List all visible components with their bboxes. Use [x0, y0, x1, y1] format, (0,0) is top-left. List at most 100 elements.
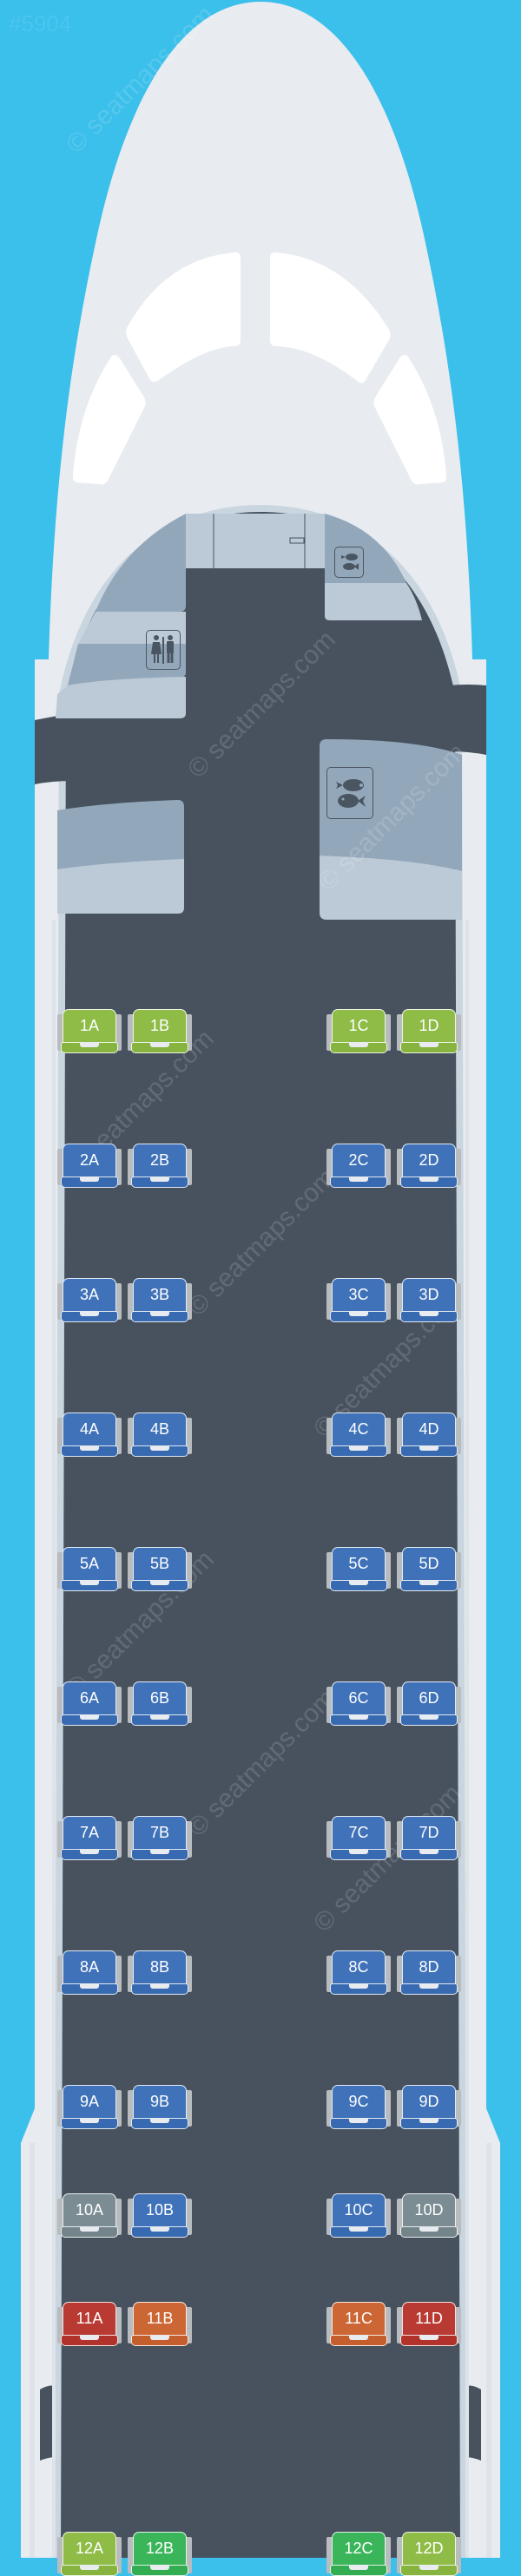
seat-tray	[419, 1042, 439, 1047]
seat-10a[interactable]: 10A	[57, 2193, 122, 2238]
seat-10c[interactable]: 10C	[326, 2193, 391, 2238]
seat-5d[interactable]: 5D	[397, 1547, 461, 1591]
armrest	[326, 1418, 333, 1454]
seat-tray	[150, 1445, 169, 1451]
seat-11b[interactable]: 11B	[128, 2302, 192, 2346]
armrest	[128, 1014, 135, 1051]
armrest	[384, 2537, 391, 2573]
seat-label: 2A	[79, 1151, 100, 1169]
seat-back	[133, 2193, 187, 2232]
seat-5b[interactable]: 5B	[128, 1547, 192, 1591]
armrest	[115, 1418, 122, 1454]
armrest	[454, 2199, 461, 2235]
seat-label: 11C	[345, 2310, 373, 2327]
seat-back	[332, 1950, 386, 1989]
seat-1d[interactable]: 1D	[397, 1009, 461, 1053]
seat-4d[interactable]: 4D	[397, 1413, 461, 1457]
seat-10d[interactable]: 10D	[397, 2193, 461, 2238]
seat-11c[interactable]: 11C	[326, 2302, 391, 2346]
seat-8a[interactable]: 8A	[57, 1950, 122, 1995]
armrest	[397, 1149, 404, 1185]
seat-label: 10D	[414, 2201, 444, 2219]
seat-back	[133, 2302, 187, 2340]
seat-label: 7A	[79, 1824, 100, 1841]
seat-2c[interactable]: 2C	[326, 1144, 391, 1188]
armrest	[326, 1552, 333, 1589]
seat-8b[interactable]: 8B	[128, 1950, 192, 1995]
seat-6b[interactable]: 6B	[128, 1681, 192, 1726]
seat-label: 6B	[149, 1689, 170, 1707]
armrest	[326, 2537, 333, 2573]
seat-3a[interactable]: 3A	[57, 1278, 122, 1322]
seat-5a[interactable]: 5A	[57, 1547, 122, 1591]
armrest	[185, 1149, 192, 1185]
seat-12a[interactable]: 12A	[57, 2532, 122, 2576]
seat-tray	[80, 1849, 99, 1854]
seat-10b[interactable]: 10B	[128, 2193, 192, 2238]
armrest	[57, 1283, 64, 1320]
armrest	[128, 2307, 135, 2343]
seat-12b[interactable]: 12B	[128, 2532, 192, 2576]
seat-11d[interactable]: 11D	[397, 2302, 461, 2346]
seat-tray	[80, 2226, 99, 2232]
seat-tray	[419, 1849, 439, 1854]
seat-4b[interactable]: 4B	[128, 1413, 192, 1457]
seat-12d[interactable]: 12D	[397, 2532, 461, 2576]
seat-6c[interactable]: 6C	[326, 1681, 391, 1726]
seat-tray	[150, 1311, 169, 1316]
seat-8d[interactable]: 8D	[397, 1950, 461, 1995]
seat-label: 2D	[419, 1151, 439, 1169]
seat-6d[interactable]: 6D	[397, 1681, 461, 1726]
armrest	[397, 2199, 404, 2235]
armrest	[384, 1418, 391, 1454]
armrest	[326, 2307, 333, 2343]
seat-back	[332, 1547, 386, 1585]
seat-tray	[419, 1714, 439, 1720]
armrest	[57, 1956, 64, 1992]
seat-9b[interactable]: 9B	[128, 2085, 192, 2129]
seat-label: 5D	[419, 1555, 439, 1572]
seat-2d[interactable]: 2D	[397, 1144, 461, 1188]
seat-11a[interactable]: 11A	[57, 2302, 122, 2346]
seat-7d[interactable]: 7D	[397, 1816, 461, 1860]
seat-3b[interactable]: 3B	[128, 1278, 192, 1322]
seat-9a[interactable]: 9A	[57, 2085, 122, 2129]
seat-1a[interactable]: 1A	[57, 1009, 122, 1053]
seat-1c[interactable]: 1C	[326, 1009, 391, 1053]
armrest	[115, 1283, 122, 1320]
seat-4a[interactable]: 4A	[57, 1413, 122, 1457]
seat-5c[interactable]: 5C	[326, 1547, 391, 1591]
seat-back	[402, 1009, 456, 1047]
seat-label: 7D	[419, 1824, 439, 1841]
map-id-label: #5904	[9, 10, 72, 36]
seat-3d[interactable]: 3D	[397, 1278, 461, 1322]
seat-7b[interactable]: 7B	[128, 1816, 192, 1860]
seat-tray	[349, 1983, 368, 1989]
seat-2b[interactable]: 2B	[128, 1144, 192, 1188]
seat-label: 3B	[149, 1286, 170, 1303]
seat-12c[interactable]: 12C	[326, 2532, 391, 2576]
seat-back	[63, 1547, 116, 1585]
seat-7a[interactable]: 7A	[57, 1816, 122, 1860]
seat-4c[interactable]: 4C	[326, 1413, 391, 1457]
armrest	[128, 2537, 135, 2573]
armrest	[454, 1821, 461, 1858]
seat-8c[interactable]: 8C	[326, 1950, 391, 1995]
seat-6a[interactable]: 6A	[57, 1681, 122, 1726]
seat-tray	[349, 1580, 368, 1585]
seat-label: 11B	[146, 2310, 174, 2327]
seat-1b[interactable]: 1B	[128, 1009, 192, 1053]
armrest	[397, 1418, 404, 1454]
seat-7c[interactable]: 7C	[326, 1816, 391, 1860]
seat-tray	[150, 1714, 169, 1720]
seat-tray	[150, 1177, 169, 1182]
seat-2a[interactable]: 2A	[57, 1144, 122, 1188]
seat-label: 6D	[419, 1689, 439, 1707]
seat-3c[interactable]: 3C	[326, 1278, 391, 1322]
armrest	[384, 1552, 391, 1589]
seat-9d[interactable]: 9D	[397, 2085, 461, 2129]
seat-9c[interactable]: 9C	[326, 2085, 391, 2129]
seat-tray	[150, 1580, 169, 1585]
seat-label: 8C	[348, 1958, 369, 1976]
armrest	[57, 1821, 64, 1858]
